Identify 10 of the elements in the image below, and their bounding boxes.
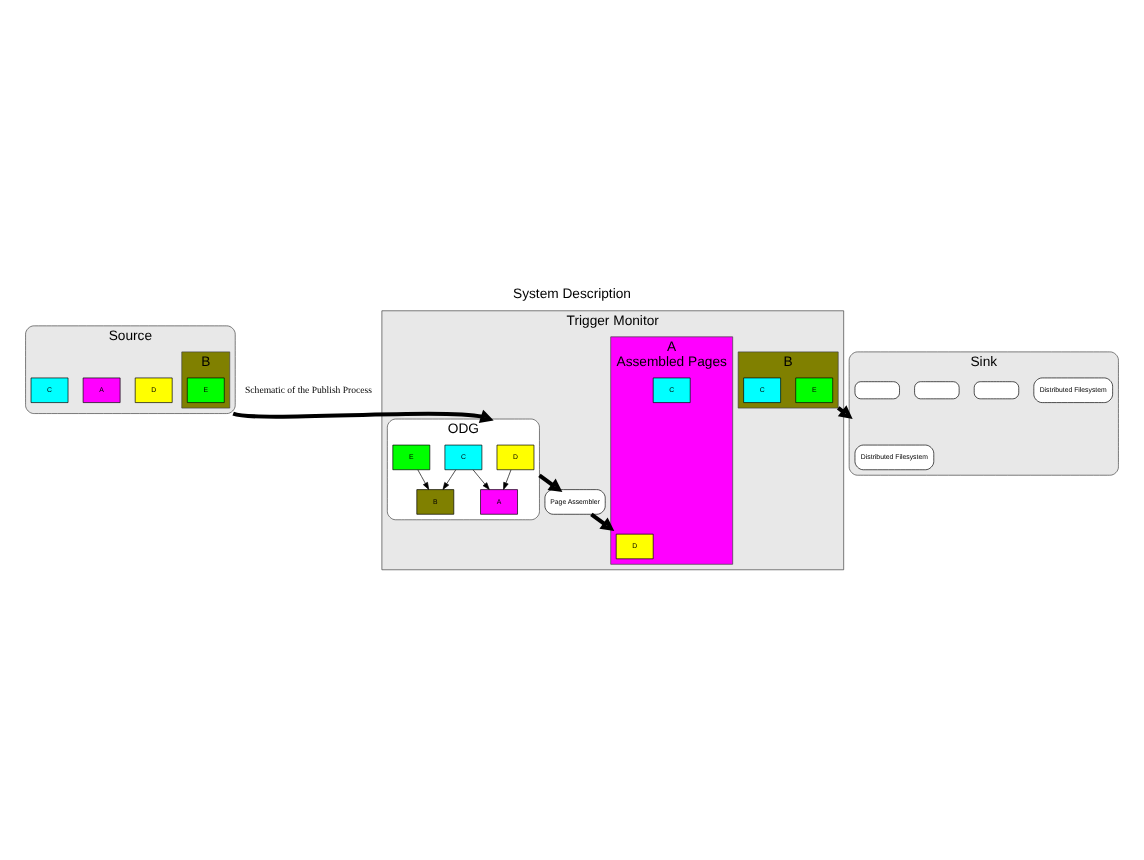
arrow: [417, 469, 430, 490]
arrow: [538, 473, 563, 493]
arrow: [232, 409, 494, 423]
arrow: [442, 469, 457, 490]
node-box: [973, 381, 1020, 400]
node-box: [914, 381, 960, 400]
arrow: [590, 512, 615, 532]
arrow: [472, 469, 490, 490]
arrow: [503, 469, 512, 490]
node-box: [854, 381, 900, 400]
